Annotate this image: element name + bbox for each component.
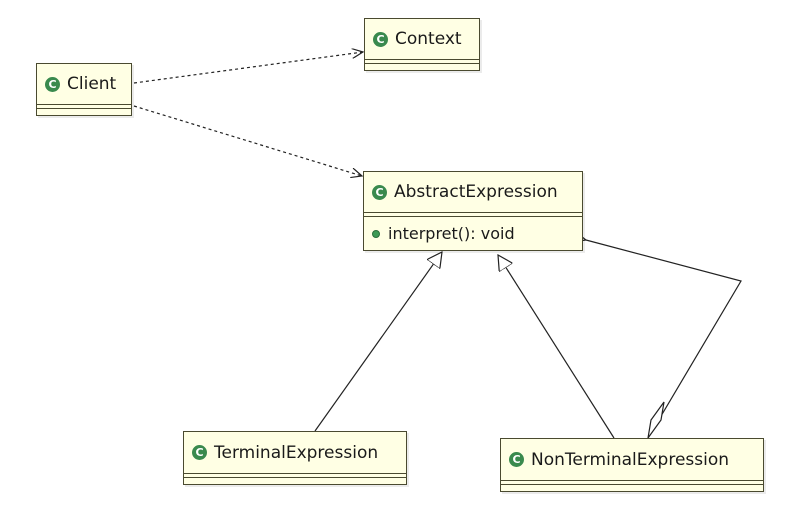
class-icon: C: [509, 452, 524, 467]
generalization-nonterminal-abstract: [498, 255, 615, 439]
class-nonterminalexpression[interactable]: C NonTerminalExpression: [500, 438, 764, 492]
method-signature: interpret(): void: [388, 224, 515, 243]
dependency-client-abstractexpression: [133, 105, 362, 176]
dependency-client-context: [133, 52, 363, 84]
class-name: AbstractExpression: [394, 182, 558, 202]
class-terminalexpression[interactable]: C TerminalExpression: [183, 431, 407, 485]
generalization-terminal-abstract: [314, 252, 442, 432]
class-icon: C: [45, 76, 60, 92]
aggregation-diamond: [647, 401, 665, 439]
class-name: NonTerminalExpression: [531, 449, 730, 470]
public-method-icon: [372, 229, 380, 238]
class-context[interactable]: C Context: [364, 18, 480, 71]
class-name: Client: [67, 74, 117, 94]
class-client[interactable]: C Client: [36, 63, 132, 116]
class-name: Context: [395, 29, 462, 49]
class-name: TerminalExpression: [214, 442, 379, 463]
method-row[interactable]: interpret(): void: [364, 216, 582, 250]
class-abstractexpression[interactable]: C AbstractExpression interpret(): void: [363, 171, 583, 251]
class-icon: C: [372, 184, 387, 200]
class-icon: C: [373, 31, 388, 47]
aggregation-nonterminal-abstract: [586, 240, 742, 439]
class-icon: C: [192, 445, 207, 460]
